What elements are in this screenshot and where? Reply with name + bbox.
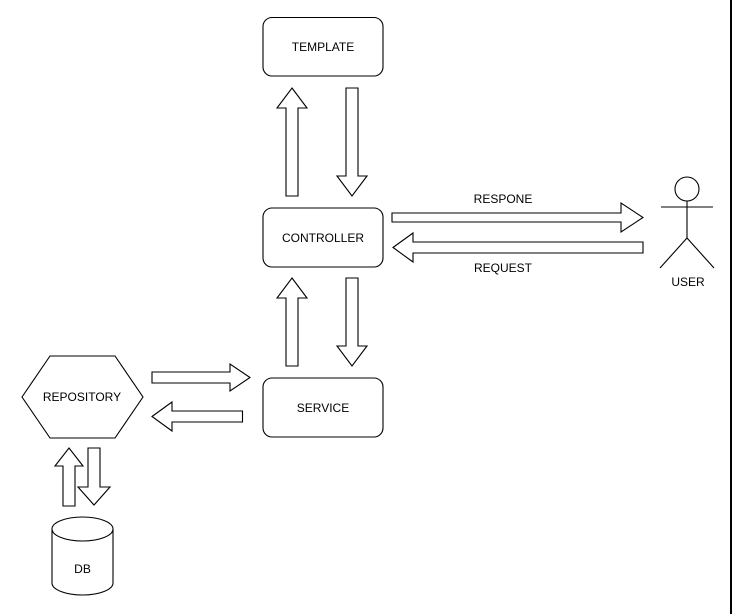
node-controller[interactable]: CONTROLLER bbox=[262, 207, 384, 268]
db-cylinder[interactable] bbox=[51, 516, 114, 596]
db-label: DB bbox=[74, 562, 91, 576]
node-db[interactable]: DB bbox=[51, 516, 114, 596]
user-head[interactable] bbox=[674, 176, 700, 202]
arrow-up-db-to-repository[interactable] bbox=[53, 447, 85, 507]
response-label: RESPONE bbox=[474, 192, 533, 206]
node-template[interactable]: TEMPLATE bbox=[262, 16, 384, 77]
arrow-left-service-to-repository[interactable] bbox=[151, 400, 244, 433]
arrow-down-template-to-controller[interactable] bbox=[335, 87, 369, 197]
repository-hexagon[interactable] bbox=[21, 355, 144, 439]
db-cylinder-top-arc bbox=[51, 528, 114, 542]
request-label: REQUEST bbox=[474, 261, 533, 275]
arrow-response[interactable] bbox=[391, 201, 644, 234]
arrow-up-controller-to-template[interactable] bbox=[275, 87, 309, 197]
template-label: TEMPLATE bbox=[292, 40, 354, 54]
node-repository[interactable]: REPOSITORY bbox=[21, 355, 144, 439]
arrow-up-service-to-controller[interactable] bbox=[275, 277, 309, 367]
template-box[interactable] bbox=[262, 16, 384, 77]
user-left-leg bbox=[659, 237, 688, 269]
arrow-request[interactable] bbox=[392, 231, 644, 264]
user-right-leg bbox=[686, 237, 715, 269]
arrow-down-controller-to-service[interactable] bbox=[335, 277, 369, 367]
node-service[interactable]: SERVICE bbox=[262, 377, 384, 438]
service-box[interactable] bbox=[262, 377, 384, 438]
user-label: USER bbox=[671, 275, 705, 289]
service-label: SERVICE bbox=[297, 401, 349, 415]
node-user[interactable]: USER bbox=[659, 176, 715, 289]
controller-label: CONTROLLER bbox=[282, 231, 364, 245]
repository-label: REPOSITORY bbox=[43, 390, 121, 404]
controller-box[interactable] bbox=[262, 207, 384, 268]
arrow-right-repository-to-service[interactable] bbox=[151, 362, 251, 393]
arrow-down-repository-to-db[interactable] bbox=[76, 447, 112, 506]
